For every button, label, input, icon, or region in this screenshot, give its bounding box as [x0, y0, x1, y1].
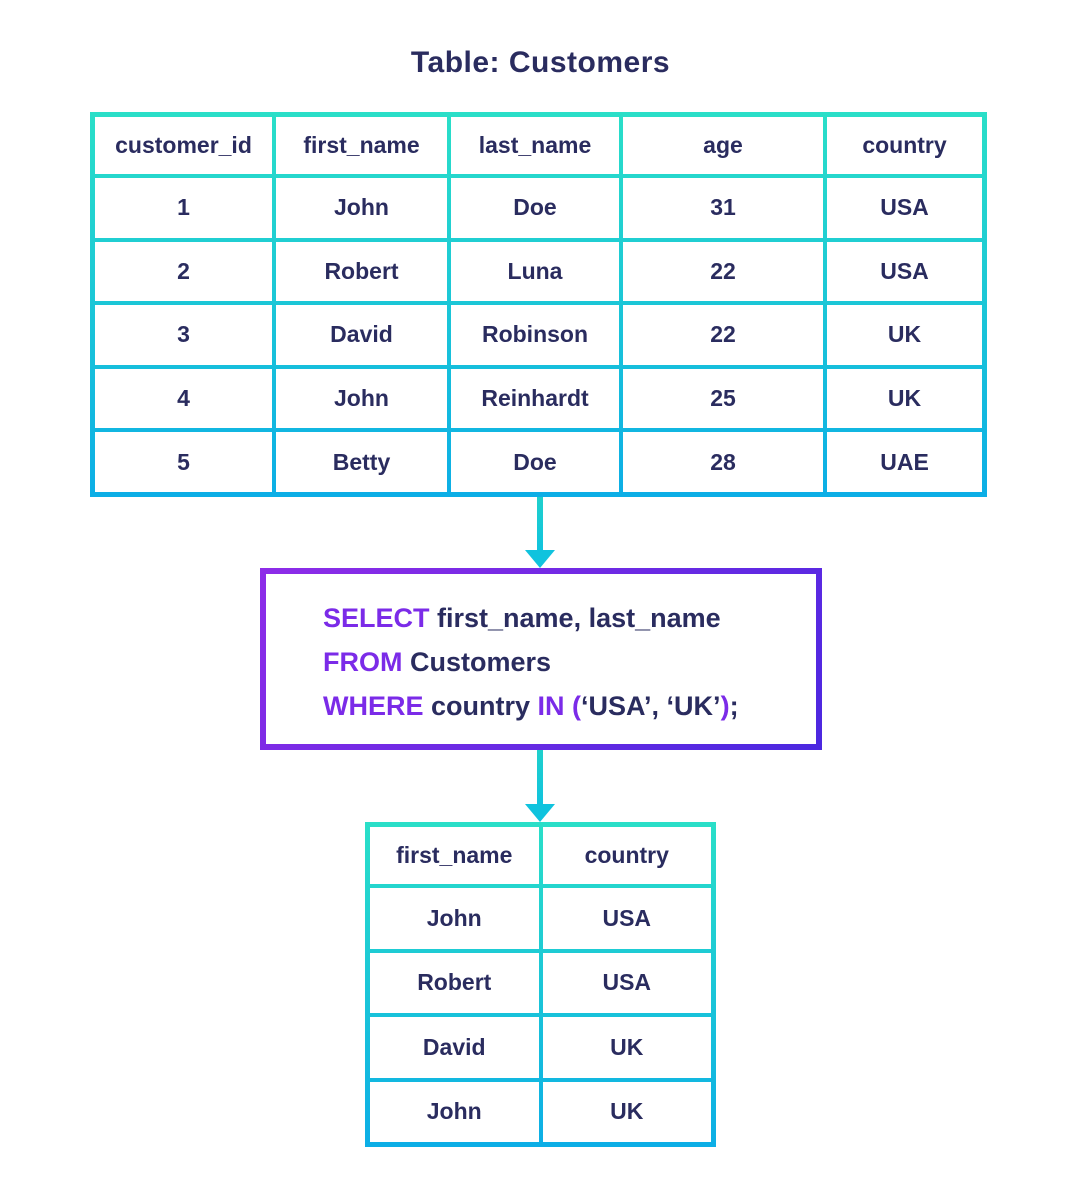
- table-cell: 28: [623, 432, 823, 492]
- arrow-down-icon: [525, 550, 555, 568]
- table-cell: 25: [623, 368, 823, 429]
- table-cell: USA: [542, 888, 711, 949]
- column-header: age: [623, 117, 823, 174]
- sql-keyword: (: [572, 691, 582, 721]
- table-cell: 1: [95, 178, 272, 238]
- sql-text: Customers: [402, 647, 552, 677]
- sql-line: WHERE country IN (‘USA’, ‘UK’);: [323, 684, 816, 728]
- table-cell: Robinson: [451, 305, 619, 365]
- table-cell: Betty: [276, 432, 447, 492]
- table-cell: 22: [623, 241, 823, 302]
- table-cell: Reinhardt: [451, 368, 619, 429]
- table-cell: 22: [623, 305, 823, 365]
- sql-keyword: ): [720, 691, 730, 721]
- table-cell: John: [370, 1081, 539, 1142]
- arrow-shaft: [537, 497, 543, 551]
- column-header: first_name: [276, 117, 447, 174]
- table-cell: UAE: [827, 432, 982, 492]
- sql-keyword: WHERE: [323, 691, 424, 721]
- table-cell: Robert: [370, 952, 539, 1013]
- table-cell: UK: [542, 1081, 711, 1142]
- table-cell: David: [276, 305, 447, 365]
- table-cell: 5: [95, 432, 272, 492]
- table-cell: John: [276, 178, 447, 238]
- sql-keyword: FROM: [323, 647, 403, 677]
- table-cell: Doe: [451, 432, 619, 492]
- table-cell: USA: [542, 952, 711, 1013]
- sql-text: first_name, last_name: [429, 603, 721, 633]
- table-cell: Doe: [451, 178, 619, 238]
- table-cell: David: [370, 1017, 539, 1078]
- sql-line: SELECT first_name, last_name: [323, 596, 816, 640]
- table-cell: 3: [95, 305, 272, 365]
- table-cell: UK: [827, 368, 982, 429]
- sql-keyword: SELECT: [323, 603, 430, 633]
- page-title: Table: Customers: [410, 46, 671, 79]
- table-cell: John: [370, 888, 539, 949]
- sql-keyword: IN: [537, 691, 565, 721]
- column-header: first_name: [370, 827, 539, 884]
- table-cell: Robert: [276, 241, 447, 302]
- column-header: last_name: [451, 117, 619, 174]
- table-cell: USA: [827, 241, 982, 302]
- column-header: country: [542, 827, 711, 884]
- table-cell: 31: [623, 178, 823, 238]
- arrow-down-icon: [525, 804, 555, 822]
- sql-text: ;: [729, 691, 739, 721]
- table-cell: 4: [95, 368, 272, 429]
- sql-text: [565, 691, 573, 721]
- table-cell: John: [276, 368, 447, 429]
- sql-text: country: [423, 691, 538, 721]
- arrow-shaft: [537, 750, 543, 805]
- table-cell: UK: [827, 305, 982, 365]
- sql-text: ‘USA’, ‘UK’: [581, 691, 721, 721]
- sql-line: FROM Customers: [323, 640, 816, 684]
- column-header: customer_id: [95, 117, 272, 174]
- table-cell: USA: [827, 178, 982, 238]
- table-cell: Luna: [451, 241, 619, 302]
- table-cell: 2: [95, 241, 272, 302]
- column-header: country: [827, 117, 982, 174]
- table-cell: UK: [542, 1017, 711, 1078]
